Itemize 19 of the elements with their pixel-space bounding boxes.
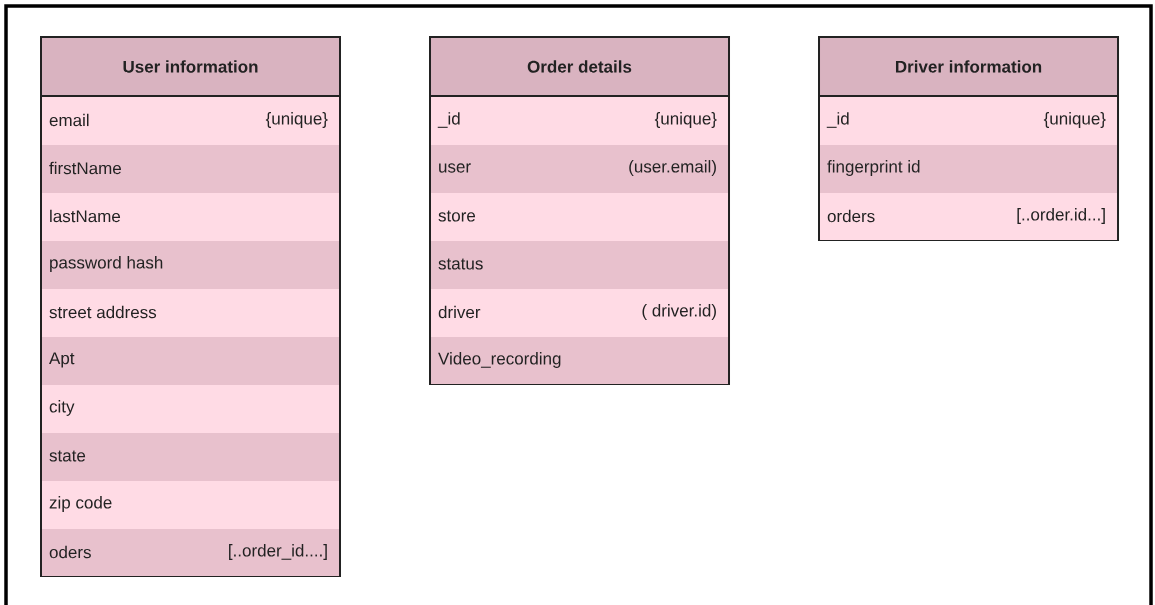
table-row: email {unique} xyxy=(42,97,339,145)
table-row: _id {unique} xyxy=(431,97,728,145)
table-row: status xyxy=(431,241,728,289)
table-row: city xyxy=(42,385,339,433)
table-row: _id {unique} xyxy=(820,97,1117,145)
table-row: Video_recording xyxy=(431,337,728,384)
table-row: oders [..order_id....] xyxy=(42,529,339,576)
table-row: password hash xyxy=(42,241,339,289)
table-row: Apt xyxy=(42,337,339,385)
table-row: street address xyxy=(42,289,339,337)
table-row: fingerprint id xyxy=(820,145,1117,193)
table-row: firstName xyxy=(42,145,339,193)
table-row: lastName xyxy=(42,193,339,241)
table-row: zip code xyxy=(42,481,339,529)
table-row: store xyxy=(431,193,728,241)
table-row: driver ( driver.id) xyxy=(431,289,728,337)
table-row: user (user.email) xyxy=(431,145,728,193)
table-row: orders [..order.id...] xyxy=(820,193,1117,240)
table-row: state xyxy=(42,433,339,481)
